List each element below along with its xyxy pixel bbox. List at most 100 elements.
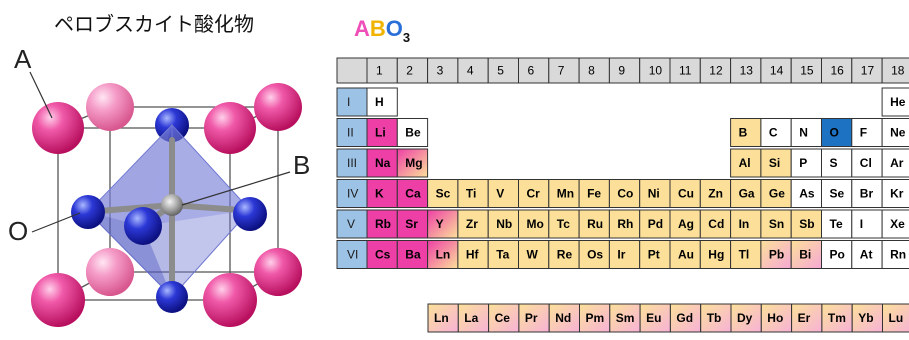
formula-abo3: ABO3 <box>354 16 411 45</box>
lanthanide-cell <box>821 303 853 333</box>
element-symbol: Cu <box>678 187 694 201</box>
period-label: II <box>347 126 354 140</box>
element-cell <box>821 179 853 208</box>
leader-lines <box>29 71 291 233</box>
formula-b: B <box>369 16 386 41</box>
group-number: 13 <box>740 64 754 78</box>
element-cell <box>639 179 671 208</box>
element-cell <box>457 179 489 208</box>
element-symbol: As <box>799 187 815 201</box>
oxygen-atom <box>71 195 105 229</box>
header-corner-cell <box>336 57 368 84</box>
a-site-atom <box>204 102 256 154</box>
oxygen-atom <box>124 207 162 245</box>
element-symbol: Br <box>860 187 874 201</box>
element-symbol: N <box>799 126 808 140</box>
element-cell <box>396 209 429 239</box>
group-header-cell <box>851 57 883 84</box>
element-symbol: Ru <box>587 217 603 231</box>
element-cell <box>396 148 429 178</box>
element-symbol: Ho <box>767 311 783 325</box>
formula-o: O <box>385 16 403 41</box>
element-symbol: Kr <box>890 187 904 201</box>
group-number: 6 <box>528 64 535 78</box>
element-symbol: Yb <box>858 311 873 325</box>
element-symbol: Fe <box>587 187 601 201</box>
group-number: 7 <box>558 64 565 78</box>
lanthanide-cell <box>579 303 611 333</box>
group-header-cell <box>518 57 550 84</box>
lanthanide-cell <box>882 303 909 333</box>
element-symbol: H <box>375 95 384 109</box>
element-symbol: Po <box>830 248 845 262</box>
element-symbol: Pd <box>648 217 663 231</box>
lanthanide-cell <box>427 303 459 333</box>
a-site-atom <box>31 273 85 327</box>
element-symbol: Cs <box>375 248 391 262</box>
group-number: 14 <box>770 64 784 78</box>
element-cell <box>821 118 853 147</box>
element-cell <box>396 179 429 208</box>
element-cell <box>881 240 909 269</box>
group-header-cell <box>639 57 671 84</box>
element-cell <box>851 118 883 147</box>
element-symbol: Ir <box>617 248 625 262</box>
label-oxygen: O <box>8 216 29 246</box>
element-symbol: Sr <box>405 217 418 231</box>
element-symbol: Tc <box>557 217 570 231</box>
element-symbol: Ce <box>495 311 511 325</box>
element-cell <box>760 209 792 239</box>
element-symbol: Pb <box>769 248 784 262</box>
formula-subscript: 3 <box>402 30 411 45</box>
element-symbol: Ti <box>466 187 476 201</box>
element-symbol: Re <box>557 248 573 262</box>
group-number: 1 <box>376 64 383 78</box>
a-site-atom <box>254 248 302 296</box>
element-symbol: Hg <box>708 248 724 262</box>
element-cell <box>699 209 732 239</box>
element-symbol: K <box>375 187 384 201</box>
element-cell <box>366 179 398 208</box>
element-symbol: I <box>860 217 863 231</box>
group-number: 5 <box>497 64 504 78</box>
period-label: VI <box>347 248 358 262</box>
element-symbol: In <box>739 217 750 231</box>
element-cell <box>639 209 671 239</box>
b-site-atom <box>161 194 183 216</box>
element-symbol: Y <box>436 217 444 231</box>
element-cell <box>608 240 641 269</box>
element-symbol: Tm <box>828 311 846 325</box>
element-symbol: Pr <box>525 311 538 325</box>
element-symbol: C <box>769 126 778 140</box>
element-symbol: Ag <box>678 217 694 231</box>
element-cell <box>608 179 641 208</box>
group-header-cell <box>608 57 641 84</box>
group-number: 17 <box>861 64 875 78</box>
group-number: 12 <box>709 64 723 78</box>
element-symbol: Pm <box>586 311 605 325</box>
element-cell <box>548 240 580 269</box>
group-header-cell <box>427 57 459 84</box>
a-site-atom <box>254 83 302 131</box>
element-cell <box>790 148 823 178</box>
element-cell <box>881 87 909 117</box>
lanthanide-cell <box>851 303 884 333</box>
period-label: V <box>347 217 355 231</box>
element-cell <box>366 240 398 269</box>
element-cell <box>487 209 520 239</box>
element-symbol: Lu <box>889 311 904 325</box>
element-symbol: Sb <box>799 217 814 231</box>
element-symbol: Dy <box>737 311 753 325</box>
element-cell <box>578 209 610 239</box>
element-symbol: Sc <box>436 187 451 201</box>
group-number: 2 <box>406 64 413 78</box>
element-symbol: P <box>799 156 807 170</box>
element-symbol: La <box>464 311 478 325</box>
element-symbol: Si <box>769 156 780 170</box>
element-cell <box>518 209 550 239</box>
element-symbol: Rn <box>890 248 906 262</box>
element-symbol: F <box>860 126 867 140</box>
element-cell <box>881 209 909 239</box>
